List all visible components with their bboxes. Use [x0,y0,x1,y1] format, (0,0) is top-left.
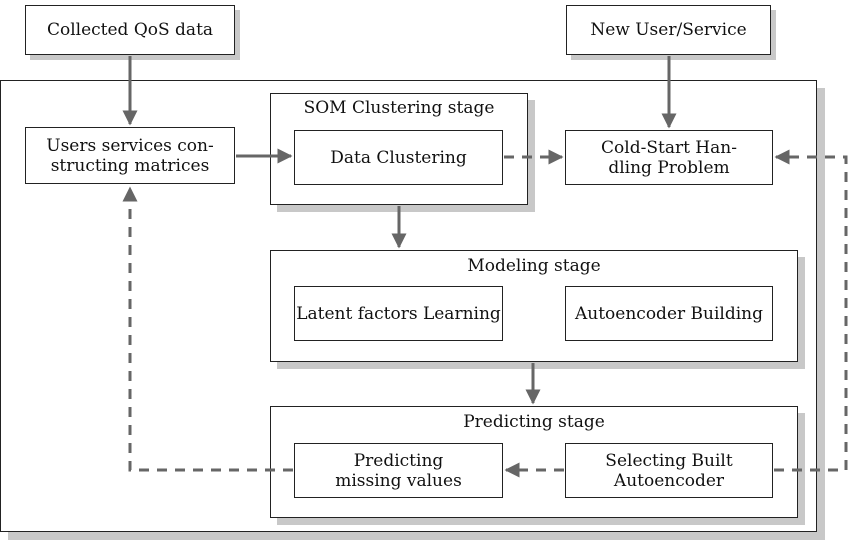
data-clustering-label: Data Clustering [330,147,467,168]
predicting-missing-label-line2: missing values [335,470,462,491]
predicting-missing-box: Predicting missing values [294,443,503,498]
arrow-missing-to-matrices [122,186,293,472]
autoencoder-building-label: Autoencoder Building [575,303,763,324]
matrices-label-line2: structing matrices [50,155,210,176]
selecting-autoencoder-box: Selecting Built Autoencoder [565,443,773,498]
predicting-stage-title: Predicting stage [463,412,605,432]
autoencoder-building-box: Autoencoder Building [565,286,773,341]
collected-qos-box: Collected QoS data [25,5,235,55]
new-user-service-label: New User/Service [590,20,747,40]
collected-qos-label: Collected QoS data [46,20,214,40]
selecting-autoencoder-label-line2: Autoencoder [613,470,725,491]
matrices-box: Users services con- structing matrices [25,127,235,184]
predicting-missing-label-line1: Predicting [353,450,444,471]
cold-start-box: Cold-Start Han- dling Problem [565,130,773,185]
data-clustering-box: Data Clustering [294,130,503,185]
new-user-service-box: New User/Service [566,5,771,55]
latent-factors-box: Latent factors Learning [294,286,503,341]
selecting-autoencoder-label-line1: Selecting Built [605,450,733,471]
som-stage-title: SOM Clustering stage [303,98,495,118]
modeling-stage-title: Modeling stage [467,256,601,276]
cold-start-label-line1: Cold-Start Han- [601,137,737,158]
latent-factors-label: Latent factors Learning [296,303,501,324]
cold-start-label-line2: dling Problem [608,157,730,178]
arrow-selecting-to-coldstart [774,149,848,472]
matrices-label-line1: Users services con- [46,135,214,156]
